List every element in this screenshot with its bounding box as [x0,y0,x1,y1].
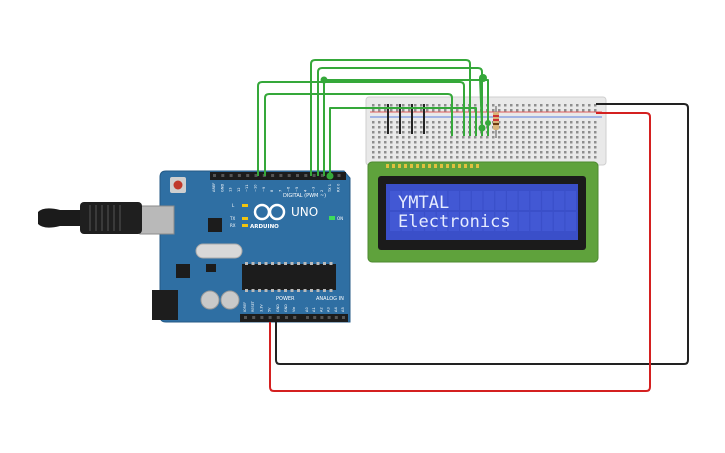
digital-pin-label: ~6 [287,186,291,192]
breadboard [365,96,607,166]
digital-pin-label: 2 [320,190,324,192]
digital-pin-label: 8 [270,189,274,192]
analog-pin-label: A2 [319,307,323,312]
resistor [493,106,499,138]
lcd-header-pins [386,164,479,168]
digital-label: DIGITAL (PWM ~) [283,193,326,199]
svg-text:ON: ON [337,216,343,221]
digital-pin-label: 12 [237,187,241,192]
wire-d11 [264,93,453,176]
digital-pin-label: 4 [303,189,307,192]
wire-d4 [317,67,483,176]
uno-model-text: UNO [291,205,318,219]
usb-connector [139,205,175,235]
power-pin-label: Vin [292,307,296,312]
digital-pin-label: ~3 [312,187,316,192]
analog-pin-label: A4 [334,307,338,312]
lcd-line-2: Electronics [398,212,511,232]
digital-pin-label: ~9 [262,186,266,192]
power-pin-label: 3.3V [259,304,263,312]
svg-text:L: L [232,203,235,208]
digital-pin-label: ~10 [254,184,258,192]
power-pin-label: RESET [251,300,255,312]
digital-header [210,172,346,180]
digital-pin-label: RX 0 [337,183,341,192]
digital-pin-label: TX 1 [328,184,332,193]
arduino-logo: ARDUINO [250,203,286,230]
wire-d3 [323,79,489,176]
power-pin-label: 5V [268,307,272,312]
lcd-line-1: YMTAL [398,193,449,213]
wire-d12 [257,81,465,176]
wire-rs [479,77,483,129]
usb-cable [38,202,142,234]
power-jack [152,290,178,320]
atmega-chip [242,264,336,290]
power-pin-label: GND [276,304,280,312]
arduino-uno-board: AREF GND 13 12 ~11 ~10 ~9 8 7 ~6 ~5 4 ~3 2 TX 1 RX 0 DI… [139,170,351,323]
power-pin-label: GND [284,304,288,312]
svg-text:RX: RX [230,223,236,228]
lcd-character-cells [390,191,576,231]
wire-d5 [310,59,471,176]
analog-label: ANALOG IN [316,296,344,302]
digital-pin-label: 7 [278,190,282,192]
analog-pin-label: A5 [341,307,345,312]
digital-pin-labels: AREF GND 13 12 ~11 ~10 ~9 8 7 ~6 ~5 4 ~3 2 TX 1 RX 0 [212,174,341,193]
capacitor [220,290,240,310]
analog-header [302,314,348,322]
power-pin-label: IOREF [243,302,247,312]
power-label: POWER [276,296,295,302]
analog-pin-label: A3 [327,307,331,312]
signal-wires [257,59,489,176]
lcd-module: YMTAL Electronics [367,161,599,263]
vcc-wire [269,112,651,392]
analog-pin-label: A0 [305,307,309,312]
chip-pins [245,262,333,292]
digital-pin-label: 13 [229,187,233,192]
analog-pin-label: A1 [312,307,316,312]
arduino-brand-text: ARDUINO [250,224,279,230]
crystal [195,243,243,259]
wire-joints [320,74,491,180]
digital-pin-label: GND [220,184,224,192]
digital-pin-label: ~5 [295,187,299,192]
breadboard-holes [372,104,597,159]
digital-pin-label: AREF [212,183,216,192]
capacitor [200,290,220,310]
gnd-wire [275,103,689,365]
wire-d2 [329,107,477,176]
svg-text:TX: TX [229,216,235,221]
digital-pin-label: ~11 [245,184,249,192]
